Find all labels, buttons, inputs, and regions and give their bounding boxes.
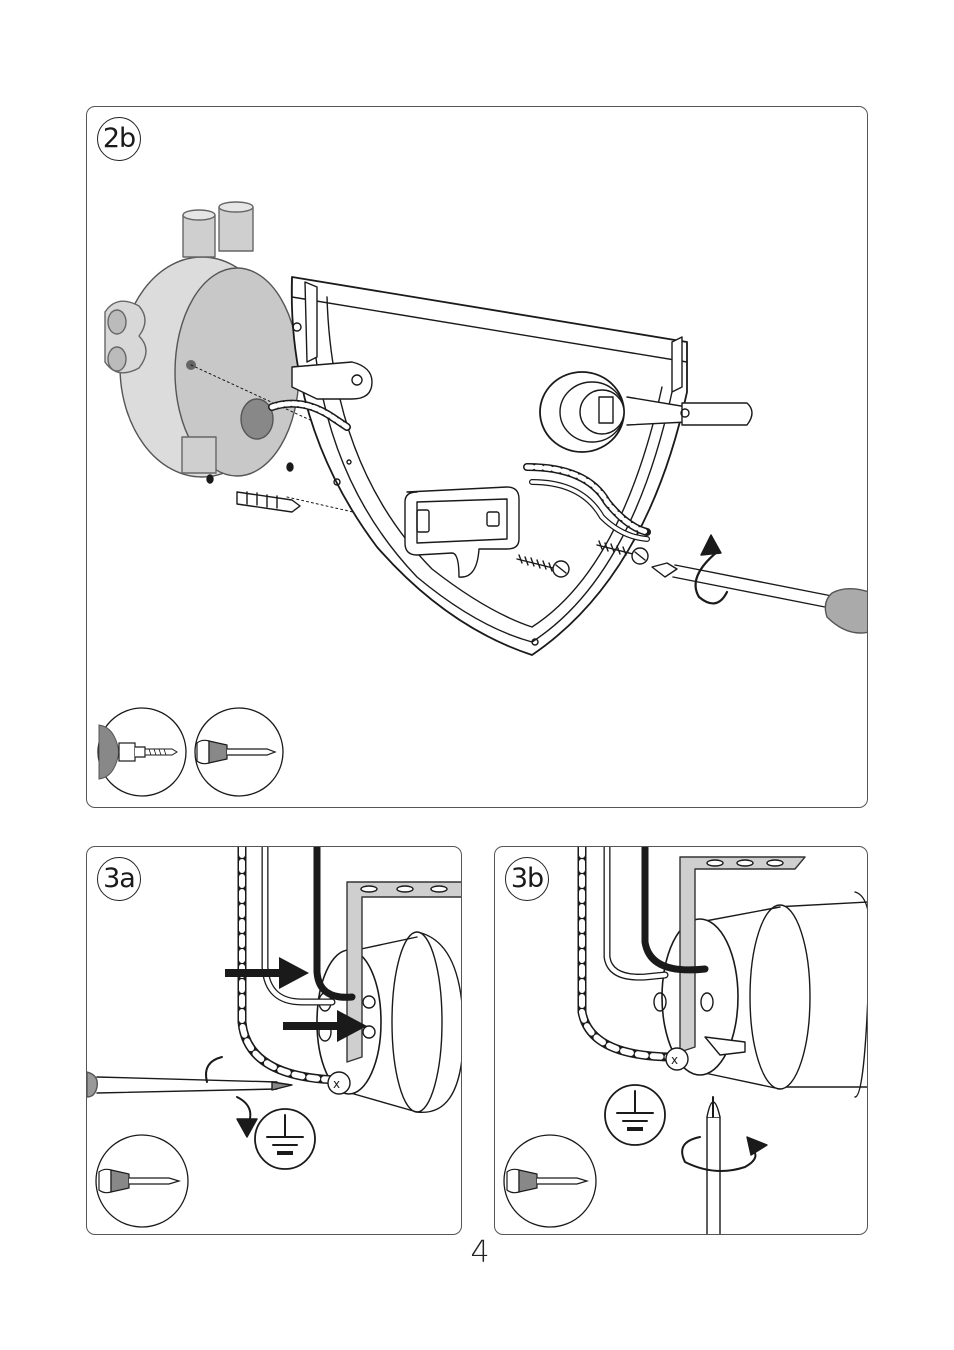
svg-text:x: x	[333, 1077, 340, 1091]
earth-ground-symbol-icon	[605, 1085, 665, 1145]
screwdriver	[652, 563, 868, 633]
step-2b-panel: 2b	[86, 106, 868, 808]
neutral-wire	[265, 847, 332, 1002]
step-2b-illustration	[87, 107, 868, 808]
step-3b-panel: 3b	[494, 846, 868, 1235]
rotation-arrow-icon	[206, 1057, 257, 1137]
rotation-arrow-icon	[682, 1137, 767, 1171]
rotation-arrow-icon	[696, 535, 727, 603]
svg-text:x: x	[671, 1053, 678, 1067]
screwdriver-icon	[504, 1135, 596, 1227]
step-3b-illustration: x	[495, 847, 868, 1235]
screwdriver	[87, 1072, 292, 1097]
wall-lamp-frame	[292, 277, 687, 655]
screwdriver	[707, 1097, 720, 1235]
earth-ground-symbol-icon	[255, 1109, 315, 1169]
step-3a-panel: 3a	[86, 846, 462, 1235]
step-label-3b: 3b	[505, 857, 549, 901]
tool-icons	[98, 708, 283, 796]
step-label-2b: 2b	[97, 117, 141, 161]
earth-wire	[582, 847, 675, 1057]
screwdriver-icon	[96, 1135, 188, 1227]
step-3a-illustration: x	[87, 847, 462, 1235]
junction-box	[105, 202, 299, 477]
page-number: 4	[460, 1235, 500, 1270]
screwdriver-icon	[195, 708, 283, 796]
drill-icon	[98, 708, 186, 796]
step-label-3a: 3a	[97, 857, 141, 901]
